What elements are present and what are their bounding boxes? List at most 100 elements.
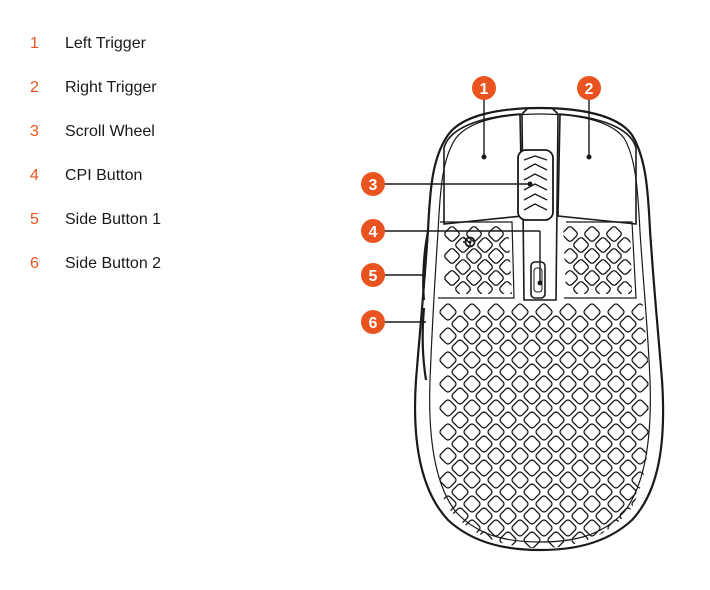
honeycomb-hole — [619, 363, 637, 381]
honeycomb-hole — [475, 315, 493, 333]
honeycomb-hole — [475, 339, 493, 357]
honeycomb-hole — [619, 435, 637, 453]
honeycomb-hole — [487, 327, 505, 345]
honeycomb-hole — [571, 435, 589, 453]
honeycomb-hole — [584, 270, 600, 286]
honeycomb-hole — [571, 315, 589, 333]
legend-label: Left Trigger — [65, 35, 146, 52]
scroll-wheel-shape — [517, 149, 554, 221]
honeycomb-hole — [523, 387, 541, 405]
honeycomb-hole — [499, 363, 517, 381]
legend-label: CPI Button — [65, 167, 143, 184]
honeycomb-hole — [439, 423, 457, 441]
honeycomb-hole — [619, 411, 637, 429]
honeycomb-hole — [607, 399, 625, 417]
leader-dot-3 — [527, 181, 533, 187]
legend-item-cpi-button: 4 CPI Button — [30, 164, 250, 188]
honeycomb-hole — [559, 519, 577, 537]
legend-item-side-button-2: 6 Side Button 2 — [30, 252, 250, 276]
legend-item-right-trigger: 2 Right Trigger — [30, 76, 250, 100]
legend-item-side-button-1: 5 Side Button 1 — [30, 208, 250, 232]
honeycomb-hole — [583, 519, 601, 537]
honeycomb-hole — [583, 447, 601, 465]
honeycomb-hole — [475, 411, 493, 429]
honeycomb-hole — [511, 447, 529, 465]
honeycomb-hole — [475, 459, 493, 477]
legend-number: 2 — [30, 79, 39, 96]
honeycomb-hole — [595, 315, 613, 333]
honeycomb-hole — [439, 351, 457, 369]
honeycomb-hole — [619, 459, 637, 477]
honeycomb-hole — [573, 237, 589, 253]
cpi-button-shape — [530, 261, 546, 299]
side-button-2-shape — [421, 307, 428, 381]
leader-dot-1 — [481, 154, 487, 160]
honeycomb-hole — [619, 531, 637, 548]
side-button-1-shape — [422, 231, 430, 301]
callout-4: 4 — [361, 219, 385, 243]
honeycomb-hole — [487, 375, 505, 393]
honeycomb-hole — [499, 315, 517, 333]
honeycomb-hole — [617, 237, 632, 253]
honeycomb-hole — [477, 237, 493, 253]
honeycomb-hole — [559, 447, 577, 465]
honeycomb-hole — [559, 399, 577, 417]
honeycomb-hole — [466, 270, 482, 286]
honeycomb-hole — [573, 281, 589, 294]
honeycomb-hole — [523, 435, 541, 453]
callout-4-label: 4 — [369, 224, 378, 241]
honeycomb-hole — [523, 363, 541, 381]
honeycomb-hole — [547, 363, 565, 381]
honeycomb-hole — [571, 459, 589, 477]
callout-6-label: 6 — [369, 315, 378, 332]
steelseries-logo-icon — [462, 236, 476, 248]
honeycomb-hole — [547, 315, 565, 333]
honeycomb-hole — [511, 471, 529, 489]
honeycomb-hole — [631, 327, 649, 345]
honeycomb-hole — [488, 270, 504, 286]
honeycomb-hole — [499, 281, 512, 294]
honeycomb-hole — [451, 339, 469, 357]
callout-1: 1 — [472, 76, 496, 100]
honeycomb-hole — [583, 375, 601, 393]
honeycomb-hole — [606, 270, 622, 286]
honeycomb-hole — [523, 483, 541, 501]
honeycomb-hole — [451, 435, 469, 453]
callout-1-label: 1 — [480, 81, 489, 98]
honeycomb-hole — [463, 303, 481, 321]
honeycomb-hole — [559, 471, 577, 489]
honeycomb-hole — [571, 507, 589, 525]
callout-5-label: 5 — [369, 268, 378, 285]
honeycomb-hole — [535, 399, 553, 417]
honeycomb-hole — [463, 495, 481, 513]
honeycomb-hole — [595, 435, 613, 453]
legend-label: Side Button 2 — [65, 255, 162, 272]
honeycomb-hole — [511, 495, 529, 513]
honeycomb-hole — [563, 270, 578, 286]
honeycomb-hole — [475, 507, 493, 525]
honeycomb-hole — [511, 375, 529, 393]
honeycomb-hole — [444, 248, 460, 264]
honeycomb-hole — [475, 387, 493, 405]
honeycomb-hole — [547, 483, 565, 501]
honeycomb-hole — [573, 259, 589, 275]
honeycomb-hole — [595, 259, 611, 275]
legend-number: 5 — [30, 211, 39, 228]
callout-2: 2 — [577, 76, 601, 100]
callout-3-label: 3 — [369, 177, 378, 194]
honeycomb-hole — [523, 411, 541, 429]
honeycomb-hole — [607, 423, 625, 441]
left-upper-panel — [438, 221, 515, 299]
honeycomb-hole — [475, 363, 493, 381]
honeycomb-hole — [523, 339, 541, 357]
honeycomb-hole — [535, 495, 553, 513]
honeycomb-hole — [511, 399, 529, 417]
honeycomb-hole — [535, 303, 553, 321]
honeycomb-hole — [631, 423, 649, 441]
honeycomb-hole — [571, 363, 589, 381]
honeycomb-hole — [619, 483, 637, 501]
honeycomb-hole — [463, 375, 481, 393]
honeycomb-hole — [439, 471, 457, 489]
honeycomb-hole — [583, 327, 601, 345]
